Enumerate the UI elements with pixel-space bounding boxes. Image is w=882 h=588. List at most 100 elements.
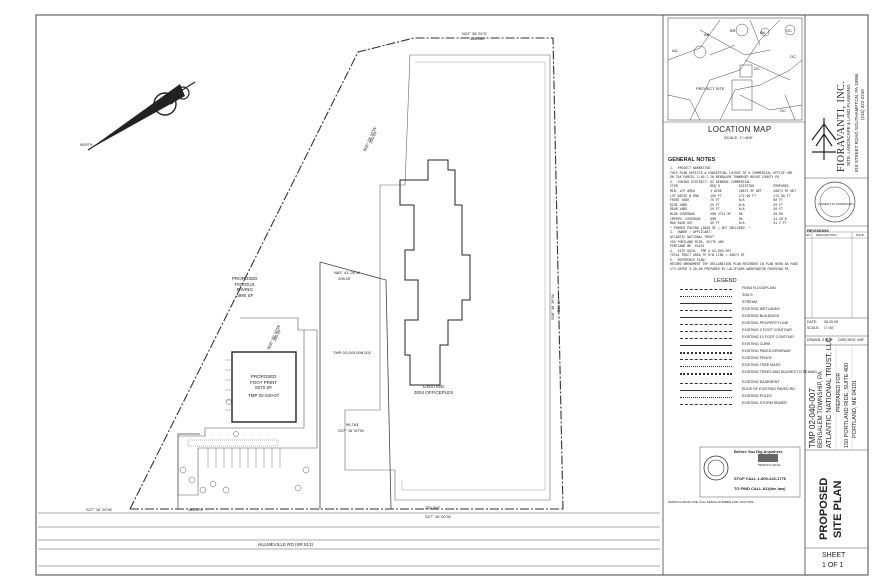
bearing-bottom-right-dist: 280.000' <box>425 505 441 510</box>
firm-addr: 818 STREET ROAD SOUTHAMPTON, PA 18966 <box>854 73 859 172</box>
location-map-title: LOCATION MAP <box>708 125 772 134</box>
bearing-right-dist: 510.00' <box>556 299 561 312</box>
legend-item: EXISTING POLES <box>666 394 816 400</box>
bearing-right: S08° 36' 36"W <box>550 294 555 320</box>
one-call-text: PENNSYLVANIA ONE CALL SERIAL NUMBER FOR … <box>668 500 754 504</box>
note-line: MAX BLDG HGT 35 FT N/A 31.7 FT <box>670 221 787 226</box>
loc-map-label-br: BR <box>730 28 736 33</box>
legend-list: FEMA FLOODPLAIN SOILS STREAM EXISTING WE… <box>666 286 817 412</box>
date-value: 05-20-09 <box>824 320 839 324</box>
note-line: SIDE YARD 20 FT N/A 20 FT <box>670 202 783 207</box>
proposed-footprint <box>231 351 297 423</box>
note-line: 150 PORTLAND RIDE, SUITE 400 <box>670 239 724 244</box>
porous-paving-label: PROPOSED POROUS PAVING 3990 SF <box>232 276 258 298</box>
legend-item: EXISTING 2 FOOT CONTOUR <box>666 328 816 334</box>
revisions-date: DATE <box>856 233 864 237</box>
note-line: 2. ZONING DISTRICT: GC GENERAL COMMERCIA… <box>670 179 751 184</box>
note-line: 3. OWNER / APPLICANT: <box>670 230 713 235</box>
legend-item: EXISTING WETLANDS <box>666 307 816 313</box>
bearing-mid-left-dist: 208.00' <box>338 276 351 281</box>
note-line: ITEM REQ'D EXISTING PROPOSED <box>670 184 789 189</box>
existing-building <box>399 159 471 386</box>
loc-map-label-dc: DC <box>754 66 760 71</box>
road-label: HULMEVILLE RD (SR 513) <box>258 542 314 547</box>
note-line: LOT WIDTH @ ROW 150 FT 172.96 FT 172.96 … <box>670 193 791 198</box>
road <box>38 512 660 567</box>
one-call-ten: TO FIND CALL 811(the law) <box>734 486 786 491</box>
note-line: 4. SITE DATA: TMP # 02-040-007 <box>670 248 732 253</box>
project-owner: ATLANTIC NATIONAL TRUST, LLC <box>826 337 833 448</box>
legend-title: LEGEND <box>714 278 737 284</box>
project-prepared: PREPARED FOR <box>836 372 842 412</box>
note-line: IMPERV. COVERAGE 60% 0% 24.26 % <box>670 216 787 221</box>
general-notes-list: 1. PROJECT NARRATIVE: THIS PLAN DEPICTS … <box>670 166 802 272</box>
bearing-bottom-left: S27° 16' 00"W <box>86 507 112 512</box>
note-line: * POROUS PAVING (3990 SF ) NOT INCLUDED … <box>670 225 751 230</box>
note-line: ATLANTIC NATIONAL TRUST <box>670 234 714 239</box>
checked-by: CHECKED: VMF <box>838 338 865 342</box>
firm-sub: SITE, LANDSCAPE & LAND PLANNING <box>846 84 851 166</box>
north-arrow-icon <box>87 81 196 151</box>
loc-map-label-oc2: OC <box>780 108 786 113</box>
legend-item: EXISTING 10 FOOT CONTOUR <box>666 335 816 341</box>
project-township: BENSALEM TOWNSHIP, PA <box>818 371 824 448</box>
one-call-stop: STOP CALL 1-800-242-1776 <box>734 476 787 481</box>
trees <box>179 399 310 494</box>
drawn-by: DRAWN: STAFF <box>807 338 833 342</box>
note-line: REAR YARD 50 FT N/A 58 FT <box>670 207 783 212</box>
existing-parking <box>344 54 551 501</box>
bearing-bottom-left-dist: 181.479' <box>188 507 204 512</box>
bearing-bottom-right: S27° 16' 00"W <box>425 514 451 519</box>
existing-building-label: EXISTING 3004 OFFICEPLEX <box>414 384 454 395</box>
legend-item: EXISTING BUILDINGS <box>666 314 816 320</box>
loc-map-label-oc: OC <box>790 54 796 59</box>
location-map-lines <box>667 19 803 121</box>
project-addr2: PORTLAND, ME 04101 <box>852 380 858 438</box>
general-notes-title: GENERAL NOTES <box>668 157 716 163</box>
loc-map-label-ba: BA <box>760 30 766 35</box>
loc-map-label-site: PROJECT SITE <box>696 86 725 91</box>
one-call-seal-icon <box>703 455 729 481</box>
engineer-seal-icon <box>814 181 856 223</box>
proposed-paving <box>177 317 318 496</box>
note-line: TOTAL TRACT AREA TO R/W LINE = 28874 SF <box>670 253 745 258</box>
sheet-title-line1: PROPOSED <box>818 477 830 540</box>
revisions-title: REVISIONS <box>807 228 829 233</box>
location-map-scale: SCALE: 1"=400' <box>724 135 753 140</box>
seal-name: VINCENT M. FIORAVANTI <box>818 202 854 206</box>
bearing-top-dist: 188.260' <box>470 36 486 41</box>
bearing-mid-left: N63° 41' 26"W <box>334 270 361 275</box>
legend-item: EXISTING CURB <box>666 342 816 348</box>
firm-logo-icon <box>811 118 837 160</box>
legend-item: EXISTING PROPERTY LINE <box>666 321 816 327</box>
firm-phone: (215) 322-2249 <box>860 89 865 120</box>
loc-map-label-ab: AB <box>704 32 710 37</box>
one-call-title: Before You Dig Anywhere <box>734 449 783 454</box>
legend-item: EXISTING TREE MASS <box>666 363 816 369</box>
legend-item: STREAM <box>666 300 816 306</box>
legend-item: EDGE OF EXISTING PAVED RD <box>666 387 816 393</box>
sheet-border <box>35 14 869 576</box>
note-line: THIS PLAN DEPICTS A CONCEPTUAL LAYOUT OF… <box>670 170 793 175</box>
loc-map-label-ad: AD <box>672 48 678 53</box>
revisions-desc: DESCRIPTION <box>816 233 837 237</box>
sheet-label: SHEET <box>822 552 846 559</box>
project-addr1: 150 PORTLAND RIDE, SUITE 400 <box>844 362 850 448</box>
note-line: PORTLAND ME 04101 <box>670 244 705 249</box>
one-call-state: PENNSYLVANIA <box>758 463 781 467</box>
revisions-no: NO. <box>806 233 812 237</box>
note-line: 1. PROJECT NARRATIVE: <box>670 166 713 170</box>
note-line: RECORD AMENDMENT TOP DECLARATION PLAN RE… <box>670 262 799 267</box>
tmp-middle-label: TMP 02-040-008-002 <box>333 350 371 355</box>
legend-item: EXISTING TREES AND BUSHES TO REMAIN <box>666 370 817 376</box>
note-line: MIN. LOT AREA 1 ACRE 28874 SF NET 28874 … <box>670 188 797 193</box>
note-line: ON TAX PARCEL 2-40-7 IN BENSALEM TOWNSHI… <box>670 175 780 180</box>
sheet-title-line2: SITE PLAN <box>832 480 844 538</box>
bearing-top: N22° 36' 51"E <box>462 31 487 36</box>
legend-item: SOILS <box>666 293 816 299</box>
legend-item: EXISTING FENCE <box>666 356 816 362</box>
note-line: FRONT YARD 75 FT N/A 60 FT <box>670 198 783 203</box>
scale-label: SCALE: <box>807 326 820 330</box>
